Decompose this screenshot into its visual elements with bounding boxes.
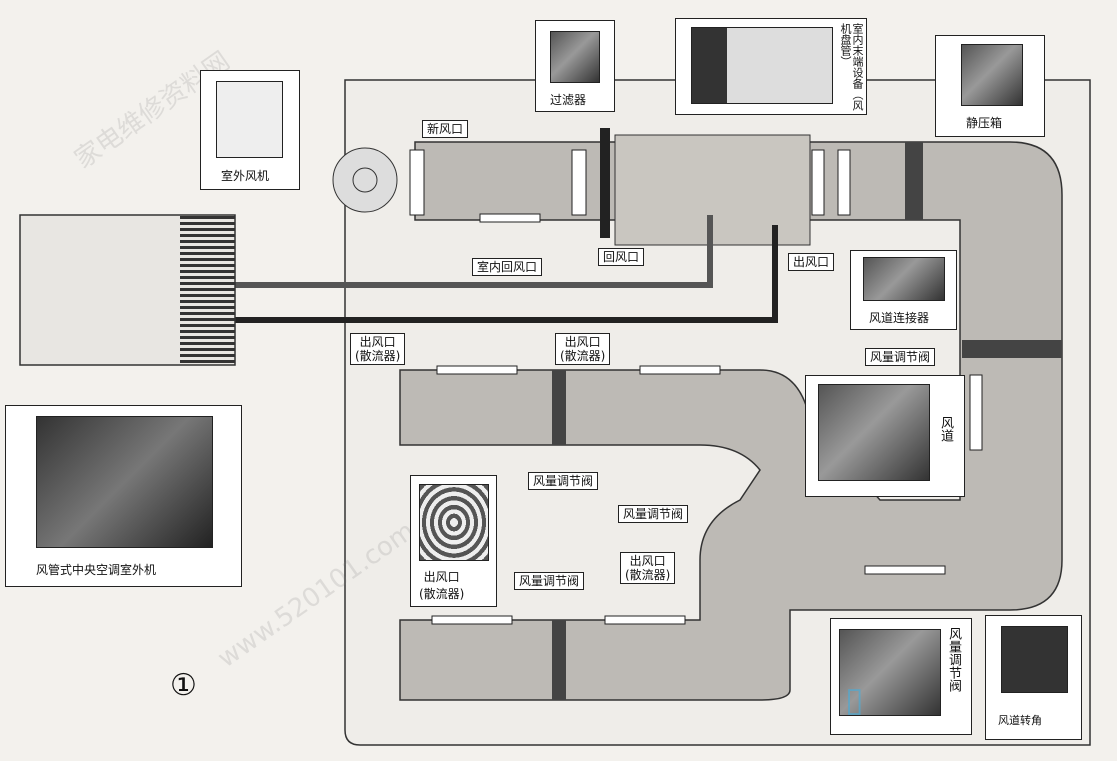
outdoor-fan-housing — [332, 147, 398, 213]
plenum-box-callout: 静压箱 — [935, 35, 1045, 137]
outlet-grilles — [409, 149, 983, 625]
outdoor-fan-callout: 室外风机 — [200, 70, 300, 190]
diffuser-box-label: 出风口 (散流器) — [419, 570, 465, 601]
indoor-terminal-label: 室内末端设备（风机盘管） — [839, 23, 864, 111]
damper-right-label: 风量调节阀 — [865, 348, 936, 366]
damper-low-label: 风量调节阀 — [514, 572, 585, 590]
damper-mid — [552, 370, 566, 445]
damper-low — [552, 620, 566, 700]
fan-hub — [352, 167, 378, 193]
filter-callout: 过滤器 — [535, 20, 615, 112]
indoor-terminal-callout: 室内末端设备（风机盘管） — [675, 18, 867, 115]
damper-photo-label: 风量调节阀 — [946, 627, 961, 692]
damper-photo-callout: 风量调节阀 — [830, 618, 972, 735]
indoor-return-inlet-label: 室内回风口 — [472, 258, 543, 276]
plenum-box-label: 静压箱 — [966, 116, 1003, 130]
diffuser-callout: 出风口 (散流器) — [410, 475, 497, 607]
figure-number: ① — [170, 668, 197, 703]
diffuser-label-2: 出风口 (散流器) — [555, 333, 611, 365]
diffuser-label-3: 出风口 (散流器) — [620, 552, 676, 584]
duct-corner-label: 风道转角 — [998, 714, 1042, 727]
duct-label: 风道 — [938, 416, 953, 442]
main-duct — [399, 141, 1063, 701]
outdoor-unit-fins — [180, 215, 235, 365]
duct-callout: 风道 — [805, 375, 965, 497]
damper-right — [962, 340, 1062, 358]
duct-connector-callout: 风道连接器 — [850, 250, 957, 330]
diffuser-label-1: 出风口 (散流器) — [350, 333, 406, 365]
site-logo: ▯ — [845, 680, 864, 720]
damper-top — [905, 142, 923, 220]
outdoor-unit-label: 风管式中央空调室外机 — [36, 563, 157, 577]
return-inlet-label: 回风口 — [598, 248, 645, 266]
damper-mid-label: 风量调节阀 — [528, 472, 599, 490]
fresh-air-inlet-label: 新风口 — [422, 120, 469, 138]
duct-corner-callout: 风道转角 — [985, 615, 1082, 740]
outdoor-unit-callout: 风管式中央空调室外机 — [5, 405, 242, 587]
outdoor-fan-label: 室外风机 — [221, 169, 270, 183]
outlet-label: 出风口 — [788, 253, 835, 271]
damper-diag-label: 风量调节阀 — [618, 505, 689, 523]
filter-label: 过滤器 — [550, 93, 587, 107]
filter-plate — [600, 128, 610, 238]
duct-connector-label: 风道连接器 — [869, 311, 930, 325]
